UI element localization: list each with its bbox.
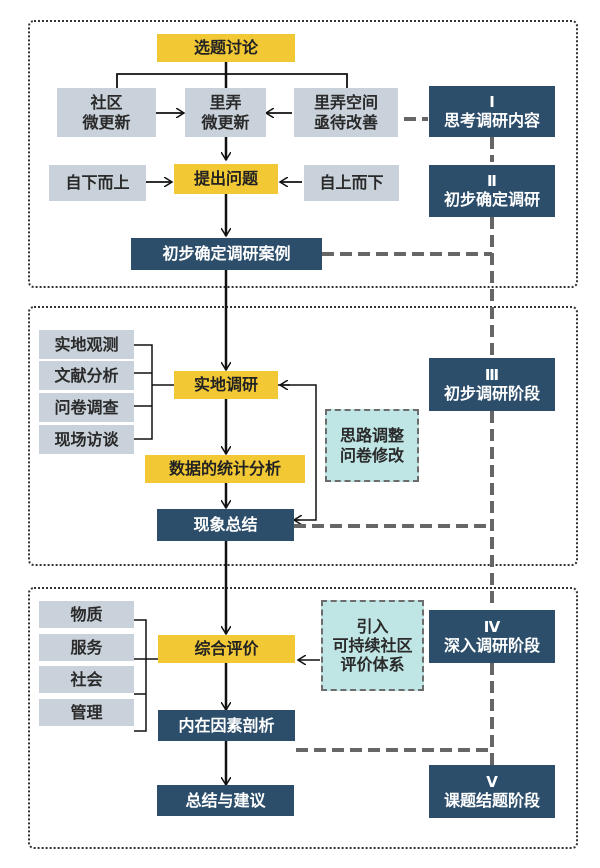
stage-label: 思考调研内容 xyxy=(443,110,540,130)
section-frame-1 xyxy=(28,20,578,288)
stage-label: 深入调研阶段 xyxy=(443,635,540,655)
stage-numeral: Ⅳ xyxy=(483,617,501,636)
service-node: 服务 xyxy=(39,634,134,661)
stage-label: 初步确定调研 xyxy=(443,190,540,210)
stage-3-box: Ⅲ 初步调研阶段 xyxy=(429,358,555,411)
stage-label: 初步调研阶段 xyxy=(443,383,540,403)
stage-label: 课题结题阶段 xyxy=(443,790,540,810)
stage-numeral: Ⅲ xyxy=(484,365,500,384)
onsite-interview-node: 现场访谈 xyxy=(39,425,134,454)
material-node: 物质 xyxy=(39,601,134,628)
statistical-analysis-node: 数据的统计分析 xyxy=(145,455,305,483)
feedback-loop xyxy=(278,384,317,521)
topic-branch-line xyxy=(116,73,348,88)
determine-cases-node: 初步确定调研案例 xyxy=(131,238,322,270)
topic-discussion-node: 选题讨论 xyxy=(157,34,295,62)
community-micro-renewal-node: 社区 微更新 xyxy=(57,88,156,137)
stage-numeral: Ⅱ xyxy=(487,172,497,191)
society-node: 社会 xyxy=(39,666,134,693)
lane-micro-renewal-node: 里弄 微更新 xyxy=(185,88,266,137)
summary-suggestions-node: 总结与建议 xyxy=(157,785,294,816)
stage-numeral: Ⅰ xyxy=(489,92,495,111)
sustainable-system-node: 引入 可持续社区 评价体系 xyxy=(321,600,424,691)
stage-4-box: Ⅳ 深入调研阶段 xyxy=(429,610,555,663)
bottom-up-node: 自下而上 xyxy=(49,165,146,201)
section-frame-2 xyxy=(28,306,578,566)
comprehensive-evaluation-node: 综合评价 xyxy=(158,635,295,663)
adjustment-node: 思路调整 问卷修改 xyxy=(325,409,419,482)
methods-bracket xyxy=(134,344,153,440)
internal-factor-analysis-node: 内在因素剖析 xyxy=(158,710,295,741)
field-observation-node: 实地观测 xyxy=(39,330,134,359)
phenomenon-summary-node: 现象总结 xyxy=(157,509,294,541)
section-frame-3 xyxy=(28,587,578,849)
stage-numeral: Ⅴ xyxy=(486,772,498,791)
lane-space-urgent-node: 里弄空间 亟待改善 xyxy=(294,88,398,137)
questionnaire-survey-node: 问卷调查 xyxy=(39,393,134,422)
evaluation-bracket xyxy=(134,619,147,732)
field-research-node: 实地调研 xyxy=(174,371,278,399)
raise-question-node: 提出问题 xyxy=(174,164,278,194)
stage-5-box: Ⅴ 课题结题阶段 xyxy=(429,765,555,818)
stage-1-box: Ⅰ 思考调研内容 xyxy=(429,86,555,137)
stage-2-box: Ⅱ 初步确定调研 xyxy=(429,165,555,217)
literature-analysis-node: 文献分析 xyxy=(39,361,134,390)
management-node: 管理 xyxy=(39,699,134,726)
top-down-node: 自上而下 xyxy=(304,165,399,201)
